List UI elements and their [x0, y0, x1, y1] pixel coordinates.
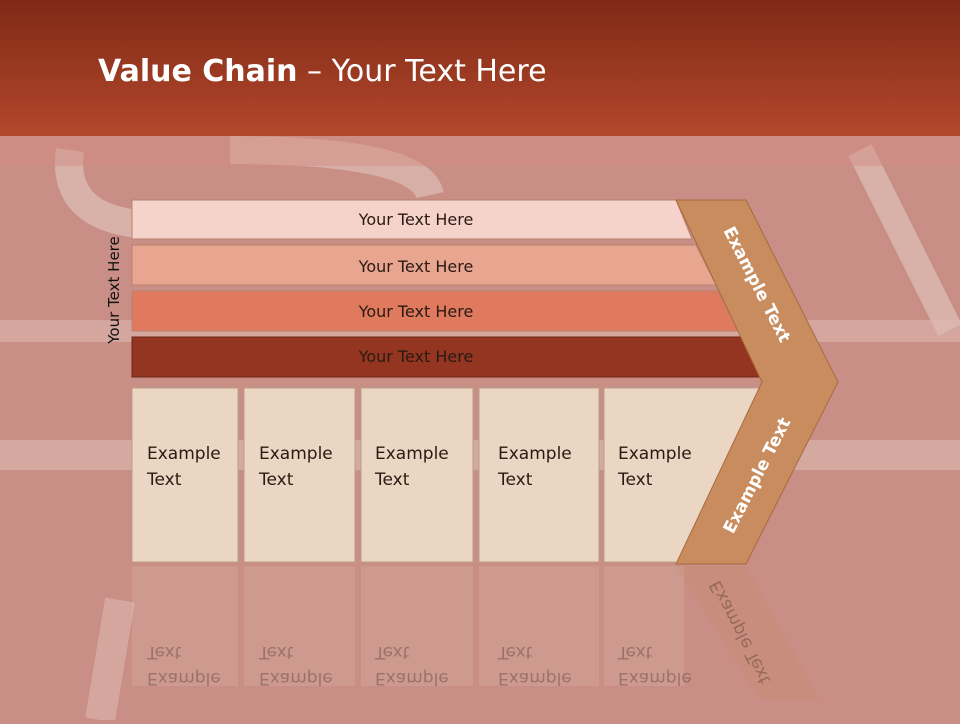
box-1 [131, 387, 239, 563]
refl-5-line1: Example [618, 668, 692, 688]
bar-4-label: Your Text Here [358, 347, 474, 366]
refl-3-line2: Text [374, 642, 410, 662]
bar-3-label: Your Text Here [358, 302, 474, 321]
box-5-line2: Text [617, 470, 653, 490]
box-1-line1: Example [147, 444, 221, 464]
header-bar [0, 0, 960, 136]
title-bold: Value Chain [98, 54, 298, 89]
box-3 [360, 387, 474, 563]
bar-1-label: Your Text Here [358, 210, 474, 229]
refl-1-line2: Text [146, 642, 182, 662]
bar-1 [131, 199, 693, 240]
box-1-line2: Text [146, 470, 182, 490]
header-band [0, 136, 960, 166]
refl-3-line1: Example [375, 668, 449, 688]
box-4-line2: Text [497, 470, 533, 490]
boxes-reflection [132, 566, 684, 686]
refl-4-line1: Example [498, 668, 572, 688]
box-4 [478, 387, 600, 563]
chevron-reflection [676, 566, 820, 700]
box-2-line1: Example [259, 444, 333, 464]
refl-2-line2: Text [258, 642, 294, 662]
chevron-arrow [675, 199, 839, 565]
box-2 [243, 387, 356, 563]
boxes-reflection-text: Example Text Example Text Example Text E… [146, 642, 692, 688]
box-4-line1: Example [498, 444, 572, 464]
refl-5-line2: Text [617, 642, 653, 662]
bar-2-label: Your Text Here [358, 257, 474, 276]
box-3-line1: Example [375, 444, 449, 464]
box-2-line2: Text [258, 470, 294, 490]
slide-title: Value Chain – Your Text Here [98, 54, 547, 89]
refl-1-line1: Example [147, 668, 221, 688]
refl-4-line2: Text [497, 642, 533, 662]
box-5-line1: Example [618, 444, 692, 464]
box-3-line2: Text [374, 470, 410, 490]
refl-2-line1: Example [259, 668, 333, 688]
title-rest: – Your Text Here [297, 54, 547, 89]
